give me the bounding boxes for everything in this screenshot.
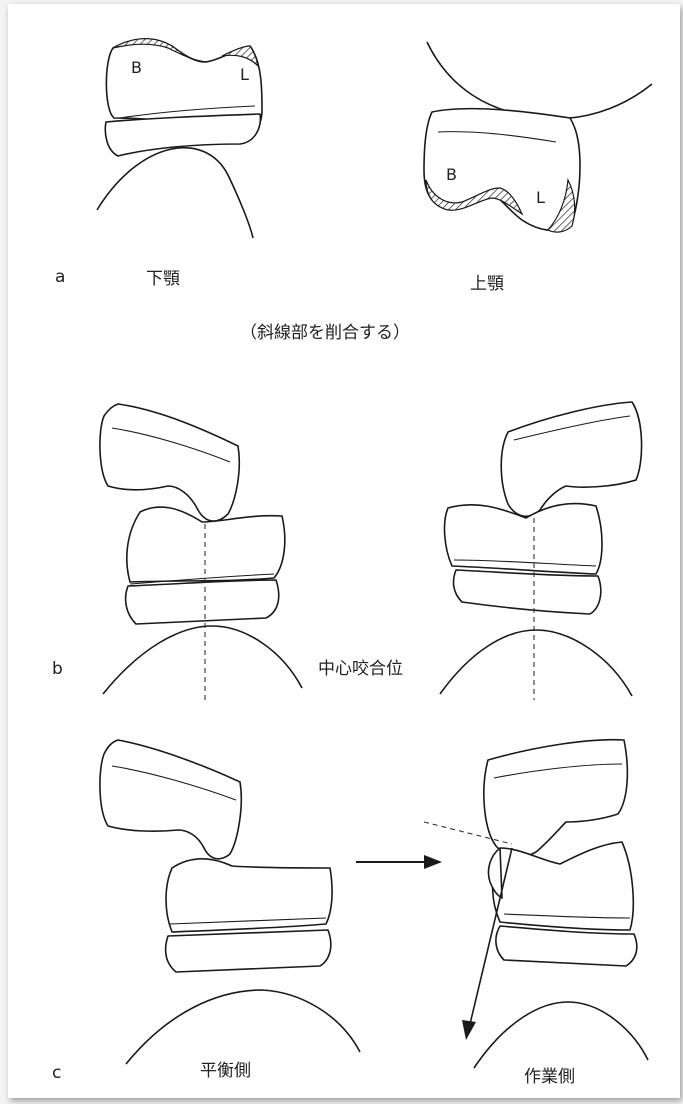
c-right-ridge-arc bbox=[473, 1001, 649, 1069]
caption-centric-occlusion: 中心咬合位 bbox=[318, 659, 403, 679]
mandibular-root-band bbox=[104, 113, 262, 157]
maxillary-crown-line bbox=[437, 131, 557, 143]
panel-b-left-pair bbox=[99, 403, 303, 700]
b-left-upper-tooth bbox=[99, 403, 241, 522]
c-movement-arrowhead bbox=[424, 855, 442, 869]
caption-mandible: 下顎 bbox=[146, 269, 180, 289]
panel-c-arrow bbox=[356, 855, 442, 869]
label-b-maxillary: B bbox=[446, 165, 457, 184]
panel-b-right-pair bbox=[439, 401, 643, 700]
b-right-upper-tooth bbox=[500, 401, 643, 517]
b-right-lower-tooth bbox=[443, 502, 603, 575]
c-right-upper-line bbox=[493, 763, 623, 779]
label-l-maxillary: L bbox=[536, 188, 545, 207]
panel-label-b: b bbox=[52, 659, 63, 679]
c-right-lower-tooth bbox=[491, 841, 635, 931]
hatched-area-maxillary-lingual bbox=[547, 177, 576, 233]
hatched-area-buccal bbox=[112, 38, 207, 63]
maxillary-ridge-arc bbox=[426, 41, 653, 120]
panel-a-mandibular-tooth: B L bbox=[96, 38, 263, 239]
c-left-upper-tooth bbox=[99, 739, 243, 860]
caption-balancing-side: 平衡側 bbox=[200, 1061, 251, 1081]
panel-label-a: a bbox=[55, 267, 65, 287]
b-left-lower-line bbox=[129, 573, 275, 585]
c-right-lower-cusp bbox=[487, 847, 503, 899]
c-left-lower-root bbox=[164, 929, 332, 973]
b-right-upper-line bbox=[513, 415, 631, 441]
mandibular-ridge-arc bbox=[96, 146, 254, 239]
c-force-vector-arrowhead bbox=[462, 1020, 476, 1040]
panel-label-c: c bbox=[52, 1063, 61, 1083]
c-occlusal-plane-line bbox=[423, 821, 513, 845]
c-right-lower-line bbox=[503, 913, 631, 919]
b-right-lower-root bbox=[452, 569, 602, 615]
label-l-mandibular: L bbox=[240, 65, 249, 84]
panel-c-working-side bbox=[423, 738, 649, 1069]
panel-a-maxillary-tooth: B L bbox=[423, 41, 653, 233]
caption-maxilla: 上顎 bbox=[470, 274, 504, 294]
b-left-ridge-arc bbox=[102, 625, 303, 695]
c-right-upper-tooth bbox=[483, 738, 629, 858]
c-left-ridge-arc bbox=[125, 989, 361, 1065]
c-left-upper-line bbox=[111, 765, 237, 801]
hatched-area-maxillary-buccal bbox=[425, 179, 524, 216]
b-right-lower-line bbox=[453, 559, 597, 567]
b-left-lower-tooth bbox=[126, 506, 286, 583]
mandibular-crown-line bbox=[119, 105, 256, 119]
b-left-lower-root bbox=[124, 579, 280, 625]
label-b-mandibular: B bbox=[131, 58, 142, 77]
c-force-vector-line bbox=[469, 847, 513, 1025]
b-left-upper-line bbox=[111, 427, 231, 463]
c-right-lower-root bbox=[495, 925, 638, 967]
caption-working-side: 作業側 bbox=[524, 1067, 575, 1087]
caption-grinding-note: （斜線部を削合する） bbox=[240, 323, 410, 343]
panel-c-balancing-side bbox=[99, 739, 361, 1065]
b-right-ridge-arc bbox=[439, 629, 633, 697]
c-left-lower-line bbox=[169, 917, 327, 925]
hatched-area-lingual bbox=[221, 45, 259, 68]
c-left-lower-tooth bbox=[165, 857, 333, 933]
